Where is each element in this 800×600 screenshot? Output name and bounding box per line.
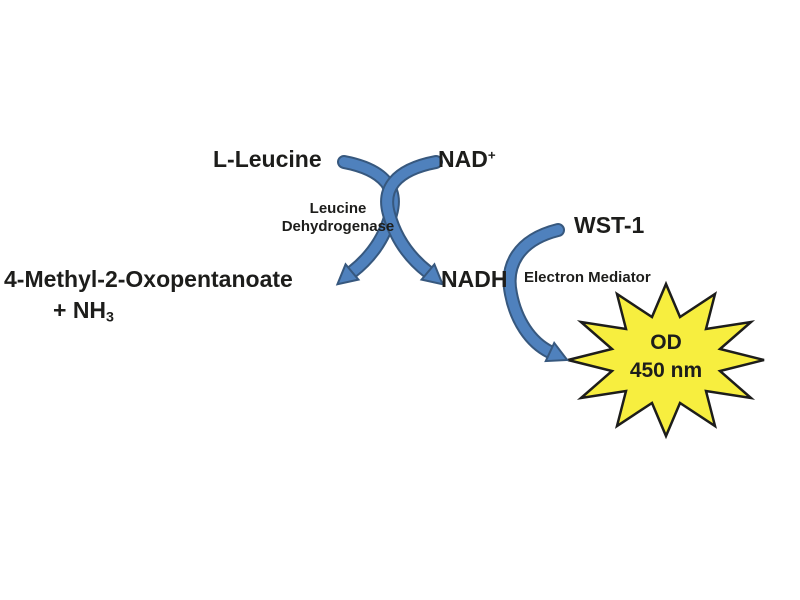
wst1-to-readout-arrow	[504, 225, 563, 357]
enzyme-label-line1: Leucine	[309, 200, 367, 217]
nad-plus-label: NAD+	[438, 146, 496, 173]
ammonia-label: + NH3	[53, 297, 114, 326]
od-readout-label: OD 450 nm	[596, 329, 736, 385]
substrate-to-product-arrowhead	[335, 262, 361, 286]
electron-mediator-label: Electron Mediator	[524, 269, 651, 286]
wst1-to-readout-arrowhead	[544, 341, 570, 363]
od-label-line2: 450 nm	[629, 359, 703, 382]
enzyme-label-line2: Dehydrogenase	[281, 218, 395, 235]
nad-to-nadh-arrowhead	[419, 262, 445, 286]
product-label: 4-Methyl-2-Oxopentanoate	[4, 266, 293, 292]
od-label-line1: OD	[650, 331, 682, 354]
enzyme-label: Leucine Dehydrogenase	[268, 200, 408, 236]
substrate-label: L-Leucine	[213, 146, 322, 172]
nad-text: NAD	[438, 146, 488, 172]
nadh-label: NADH	[441, 266, 508, 292]
wst1-label: WST-1	[574, 212, 645, 238]
ammonia-subscript: 3	[106, 309, 114, 326]
nad-superscript: +	[487, 147, 496, 163]
ammonia-text: + NH	[53, 297, 107, 323]
nad-to-nadh-arrow	[382, 157, 441, 277]
